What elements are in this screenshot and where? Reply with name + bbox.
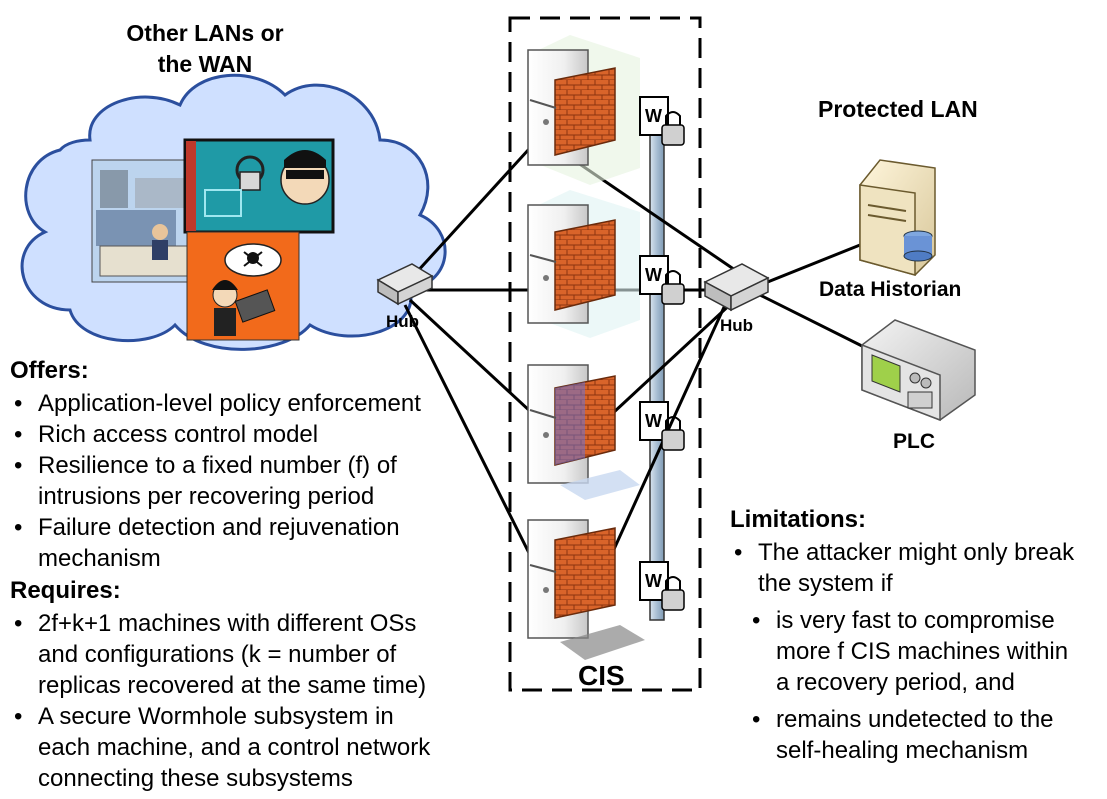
data-historian-label: Data Historian (819, 278, 962, 301)
requires-list: 2f+k+1 machines with different OSs and c… (10, 608, 490, 794)
hacker-picture (183, 138, 335, 234)
list-item: A secure Wormhole subsystem in each mach… (10, 701, 490, 794)
list-item: Resilience to a fixed number (f) of intr… (10, 450, 490, 512)
data-historian-icon (859, 159, 936, 276)
hub-right-icon (703, 263, 770, 312)
hub-left-label: Hub (386, 312, 420, 331)
cis-server-3 (527, 364, 640, 500)
hub-left-icon (376, 263, 434, 306)
wormhole-box-2 (639, 255, 685, 305)
plc-icon (861, 319, 976, 422)
hub-right-label: Hub (720, 316, 754, 335)
list-item: is very fast to compromise more f CIS ma… (748, 605, 1103, 698)
list-item: 2f+k+1 machines with different OSs and c… (10, 608, 490, 701)
requires-heading: Requires: (10, 577, 121, 604)
offers-heading: Offers: (10, 357, 89, 384)
cloud-title-line1: Other LANs or (126, 20, 284, 46)
cis-label: CIS (578, 660, 625, 691)
list-item-line: Resilience to a fixed number (f) of (38, 452, 397, 479)
wormhole-label-1: W (645, 106, 662, 126)
limitations-list: The attacker might only break the system… (730, 537, 1100, 599)
list-item-line: A secure Wormhole subsystem in (38, 703, 394, 730)
list-item-line: replicas recovered at the same time) (38, 672, 427, 699)
list-item-line: The attacker might only break (758, 539, 1075, 566)
list-item-line: mechanism (38, 545, 161, 572)
list-item-line: a recovery period, and (776, 669, 1015, 696)
wormhole-control-bus (649, 99, 665, 621)
list-item-line: the system if (758, 570, 893, 597)
cis-server-1 (527, 35, 640, 185)
list-item: remains undetected to the self-healing m… (748, 704, 1103, 766)
list-item-line: self-healing mechanism (776, 737, 1029, 764)
wormhole-label-3: W (645, 411, 662, 431)
wormhole-box-1 (639, 96, 685, 146)
list-item-line: Failure detection and rejuvenation (38, 514, 400, 541)
virus-thinking-picture (186, 231, 300, 341)
list-item-line: connecting these subsystems (38, 765, 353, 792)
cloud-title-line2: the WAN (157, 51, 253, 77)
list-item-line: intrusions per recovering period (38, 483, 375, 510)
wormhole-box-3 (639, 401, 685, 451)
limitations-heading: Limitations: (730, 506, 866, 533)
limitations-sub-list: is very fast to compromise more f CIS ma… (748, 605, 1103, 766)
cloud-title: Other LANs or the WAN (95, 18, 315, 80)
wormhole-label-4: W (645, 571, 662, 591)
protected-lan-title: Protected LAN (818, 96, 978, 122)
list-item: The attacker might only break the system… (730, 537, 1100, 599)
wormhole-box-4 (639, 561, 685, 611)
list-item-line: remains undetected to the (776, 706, 1054, 733)
offers-list: Application-level policy enforcement Ric… (10, 388, 490, 574)
list-item: Rich access control model (10, 419, 490, 450)
list-item: Failure detection and rejuvenation mecha… (10, 512, 490, 574)
list-item: Application-level policy enforcement (10, 388, 490, 419)
plc-label: PLC (893, 430, 935, 453)
cis-boundary (508, 16, 702, 692)
list-item-line: each machine, and a control network (38, 734, 431, 761)
wormhole-label-2: W (645, 265, 662, 285)
cis-server-4 (527, 519, 645, 660)
list-item-line: more f CIS machines within (776, 638, 1069, 665)
list-item-line: and configurations (k = number of (38, 641, 397, 668)
list-item-line: is very fast to compromise (776, 607, 1055, 634)
list-item-line: 2f+k+1 machines with different OSs (38, 610, 417, 637)
cis-server-2 (527, 190, 640, 338)
